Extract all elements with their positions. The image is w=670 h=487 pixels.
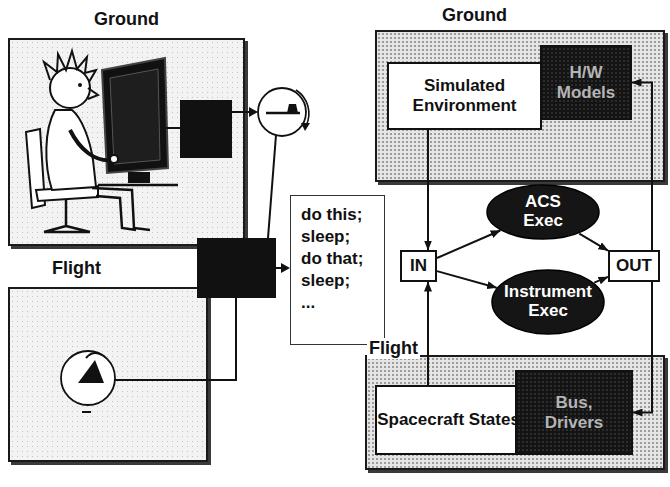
person-eye <box>78 83 82 87</box>
dial-circle <box>258 88 306 136</box>
script-box: do this; sleep; do that; sleep; ... <box>290 195 385 345</box>
person-nose <box>88 88 98 99</box>
connector-arrow <box>437 271 497 288</box>
node-label: Instrument Exec <box>498 283 598 320</box>
desk <box>98 184 178 187</box>
flight-circle <box>61 351 115 405</box>
node-label: OUT <box>616 256 652 276</box>
monitor <box>102 58 168 173</box>
connector-arrow <box>437 231 500 259</box>
wire <box>268 135 276 238</box>
connector-arrow <box>633 282 652 413</box>
process-box: Spacecraft States <box>375 385 522 455</box>
arrowhead <box>249 107 258 117</box>
panel-heading: Flight <box>367 338 420 359</box>
tick <box>82 411 91 413</box>
arrowhead <box>281 263 290 273</box>
process-box: Simulated Environment <box>387 62 542 130</box>
junction-box: IN <box>400 250 437 282</box>
process-box: H/W Models <box>540 45 632 120</box>
node-label: do this; sleep; do that; sleep; ... <box>301 204 367 314</box>
person-arm <box>70 130 112 160</box>
connector-arrow <box>427 130 429 250</box>
chair-legs <box>44 199 90 232</box>
dial-mark <box>287 104 298 113</box>
person-torso <box>46 110 96 190</box>
node-label: IN <box>410 256 427 276</box>
connector-arrow <box>632 83 652 251</box>
process-box: Bus, Drivers <box>515 370 633 455</box>
monitor-stand <box>128 172 150 183</box>
ellipse-shape <box>487 185 599 239</box>
junction-box: OUT <box>608 250 660 282</box>
person-hand <box>110 155 118 163</box>
node-label: H/W Models <box>551 63 621 102</box>
panel-heading: Ground <box>440 5 509 26</box>
node-label: Simulated Environment <box>389 76 540 115</box>
node-label: ACS Exec <box>508 193 578 230</box>
ground-panel: GroundSimulated EnvironmentH/W Models <box>375 30 665 182</box>
connector-arrow <box>427 282 429 385</box>
ellipse-shape <box>492 270 604 334</box>
node-label: Spacecraft States <box>377 410 520 430</box>
heading-holder: Flight <box>367 338 420 359</box>
person-legs <box>92 188 150 230</box>
person-hair <box>44 51 96 82</box>
wire <box>232 111 251 113</box>
connector-arrow <box>579 234 608 251</box>
rotation-arrow <box>296 90 309 126</box>
cone-icon <box>78 360 104 383</box>
heading-holder: Ground <box>10 9 243 30</box>
panel-heading: Ground <box>92 9 161 30</box>
panel-heading: Flight <box>50 258 103 279</box>
connector-arrow <box>594 277 608 283</box>
monitor-screen <box>110 69 160 164</box>
heading-holder: Ground <box>440 5 509 26</box>
black-block <box>197 238 276 298</box>
node-label: Bus, Drivers <box>539 393 609 432</box>
exec-ellipse: ACS Exec <box>486 184 600 240</box>
exec-ellipse: Instrument Exec <box>491 269 605 335</box>
wire <box>166 127 180 129</box>
black-block <box>180 100 232 158</box>
arrowhead <box>301 123 310 131</box>
heading-holder: Flight <box>50 258 103 279</box>
cone-tip <box>86 353 102 358</box>
wire <box>115 298 236 380</box>
flight-panel: FlightSpacecraft StatesBus, Drivers <box>365 355 665 470</box>
